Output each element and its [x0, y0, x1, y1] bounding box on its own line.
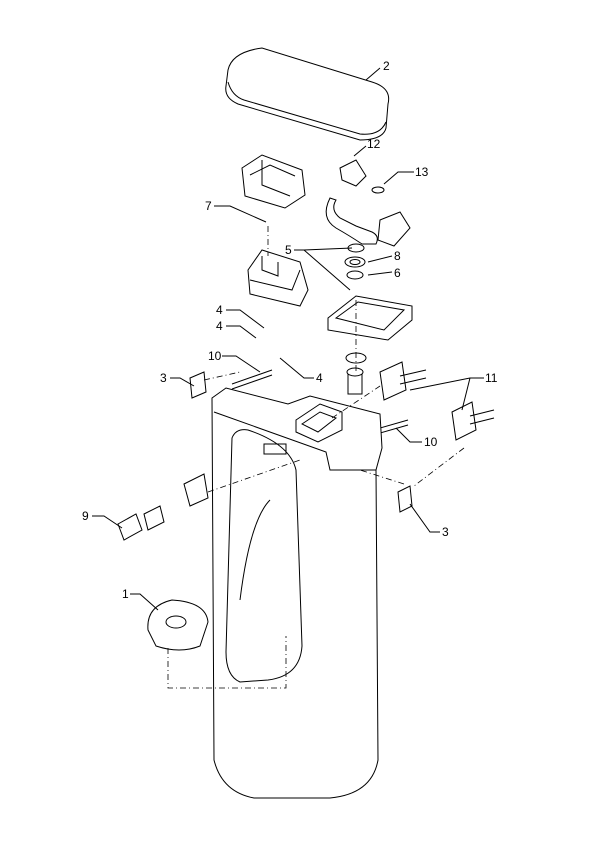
- tray-part: [327, 295, 413, 364]
- callout-11: 11: [485, 371, 498, 385]
- drain-part: [346, 367, 364, 395]
- callout-9: 9: [82, 509, 89, 523]
- callout-10a: 10: [208, 349, 222, 363]
- rod-left-part: [231, 369, 273, 385]
- wall-plate-parts: [379, 361, 495, 441]
- cover-part: [241, 154, 306, 209]
- lid-part: [225, 47, 390, 141]
- callout-12: 12: [367, 137, 381, 151]
- button-parts: [117, 473, 209, 541]
- strainer-part: [147, 599, 209, 651]
- callout-3a: 3: [160, 371, 167, 385]
- bracket-left-part: [189, 371, 207, 399]
- callout-10b: 10: [424, 435, 438, 449]
- callout-13: 13: [415, 165, 429, 179]
- assembly-lines: [167, 226, 465, 689]
- valve-assembly: [325, 159, 411, 247]
- gasket-stack: [344, 243, 366, 280]
- callout-3b: 3: [442, 525, 449, 539]
- callout-4b: 4: [216, 319, 223, 333]
- callout-4c: 4: [316, 371, 323, 385]
- callout-1: 1: [122, 587, 129, 601]
- leader-lines: [92, 67, 484, 611]
- callout-4a: 4: [216, 303, 223, 317]
- cabinet-body: [211, 387, 383, 799]
- callout-2: 2: [383, 59, 390, 73]
- control-box-part: [247, 249, 309, 307]
- callout-5: 5: [285, 243, 292, 257]
- bracket-right-part: [397, 485, 413, 513]
- callout-7: 7: [205, 199, 212, 213]
- callout-8: 8: [394, 249, 401, 263]
- callout-6: 6: [394, 266, 401, 280]
